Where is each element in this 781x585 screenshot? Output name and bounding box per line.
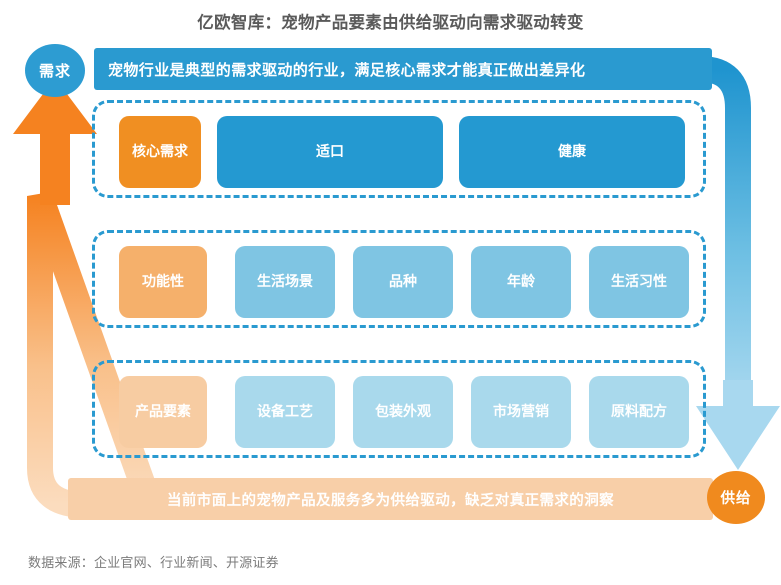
cell-functional-item-1[interactable]: 品种 <box>353 246 453 318</box>
group-core-demand: 核心需求 适口 健康 <box>92 100 706 198</box>
cell-product-elements-item-1[interactable]: 包装外观 <box>353 376 453 448</box>
group-core-demand-row: 核心需求 适口 健康 <box>95 103 709 201</box>
cell-functional-item-2[interactable]: 年龄 <box>471 246 571 318</box>
cell-core-demand-item-0[interactable]: 适口 <box>217 116 443 188</box>
cell-functional-item-0[interactable]: 生活场景 <box>235 246 335 318</box>
group-functional-row: 功能性 生活场景 品种 年龄 生活习性 <box>95 233 709 331</box>
cell-product-elements-item-2[interactable]: 市场营销 <box>471 376 571 448</box>
demand-banner: 宠物行业是典型的需求驱动的行业，满足核心需求才能真正做出差异化 <box>94 48 712 90</box>
group-product-elements-row: 产品要素 设备工艺 包装外观 市场营销 原料配方 <box>95 363 709 461</box>
demand-badge: 需求 <box>25 44 85 97</box>
cell-core-demand-item-1[interactable]: 健康 <box>459 116 685 188</box>
cell-functional-item-3[interactable]: 生活习性 <box>589 246 689 318</box>
cell-product-elements-item-0[interactable]: 设备工艺 <box>235 376 335 448</box>
cell-product-elements-lead[interactable]: 产品要素 <box>119 376 207 448</box>
page-title: 亿欧智库：宠物产品要素由供给驱动向需求驱动转变 <box>197 14 584 32</box>
cell-core-demand-lead[interactable]: 核心需求 <box>119 116 201 188</box>
supply-badge: 供给 <box>707 471 765 524</box>
group-product-elements: 产品要素 设备工艺 包装外观 市场营销 原料配方 <box>92 360 706 458</box>
cell-product-elements-item-3[interactable]: 原料配方 <box>589 376 689 448</box>
supply-banner: 当前市面上的宠物产品及服务多为供给驱动，缺乏对真正需求的洞察 <box>68 478 713 520</box>
cell-functional-lead[interactable]: 功能性 <box>119 246 207 318</box>
group-functional: 功能性 生活场景 品种 年龄 生活习性 <box>92 230 706 328</box>
source-note: 数据来源：企业官网、行业新闻、开源证券 <box>28 555 279 570</box>
